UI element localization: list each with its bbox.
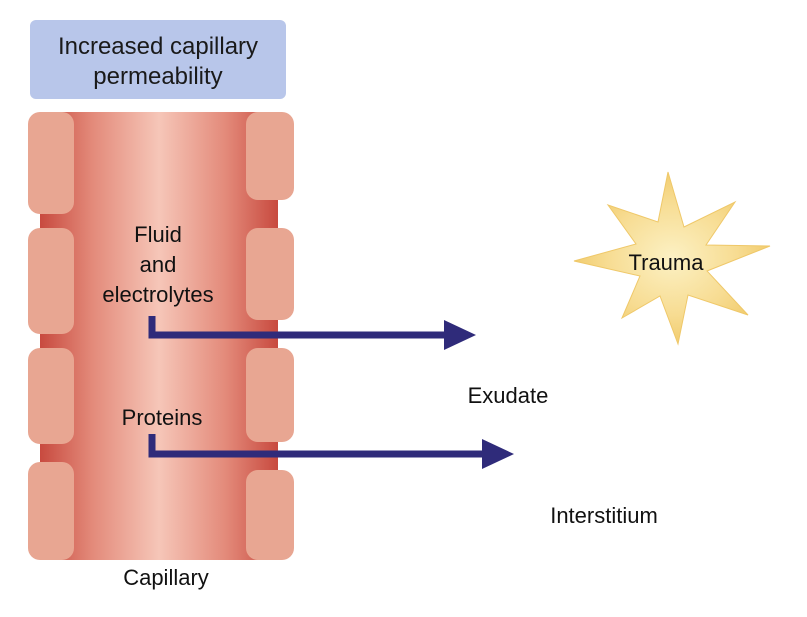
- and-label: and: [140, 252, 177, 277]
- endothelial-cell: [28, 348, 74, 444]
- protein-arrow: [148, 434, 514, 469]
- proteins-label: Proteins: [122, 405, 203, 430]
- capillary-caption: Capillary: [123, 565, 209, 590]
- endothelial-cell: [246, 112, 294, 200]
- trauma-label: Trauma: [629, 250, 705, 275]
- fluid-arrow: [148, 316, 476, 350]
- endothelial-cell: [246, 348, 294, 442]
- endothelial-cell: [28, 112, 74, 214]
- permeability-banner: Increased capillary permeability: [30, 20, 286, 99]
- exudate-label: Exudate: [468, 383, 549, 408]
- electrolytes-label: electrolytes: [102, 282, 213, 307]
- banner-line-1: Increased capillary: [58, 33, 258, 60]
- endothelial-cell: [246, 470, 294, 560]
- endothelial-cell: [28, 462, 74, 560]
- trauma-starburst: Trauma: [573, 171, 771, 346]
- endothelial-cell: [246, 228, 294, 320]
- fluid-label: Fluid: [134, 222, 182, 247]
- endothelial-cell: [28, 228, 74, 334]
- interstitium-label: Interstitium: [550, 503, 658, 528]
- banner-line-2: permeability: [93, 63, 222, 90]
